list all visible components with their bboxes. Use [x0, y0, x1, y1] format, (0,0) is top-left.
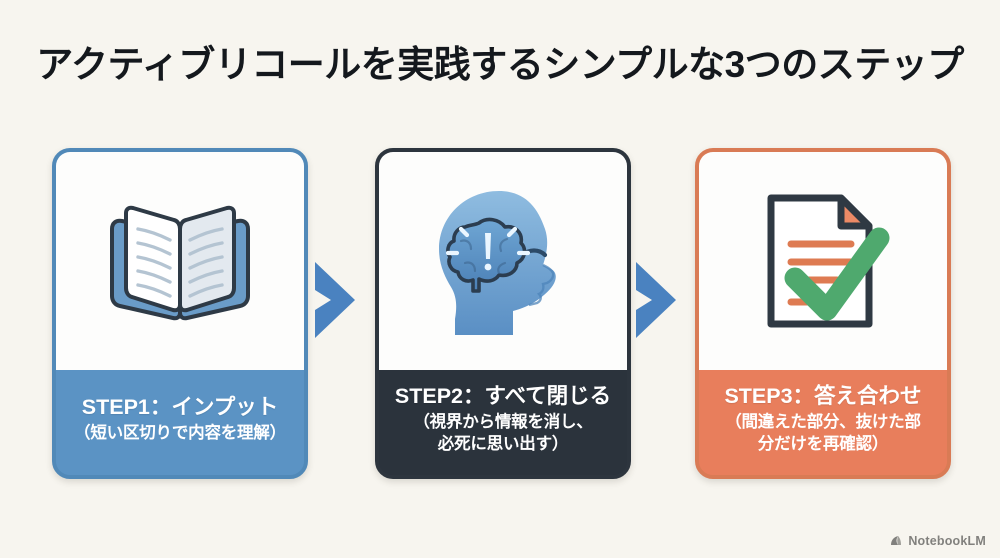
page-title: アクティブリコールを実践するシンプルな3つのステップ [36, 44, 964, 85]
step-1-icon-area [56, 152, 304, 370]
step-3-title: STEP3：答え合わせ [724, 384, 922, 409]
notebooklm-watermark: NotebookLM [889, 534, 986, 548]
chevron-right-icon [636, 262, 676, 338]
arrow-step1-to-step2 [309, 258, 361, 342]
step-2-subtitle: （視界から情報を消し、 必死に思い出す） [413, 412, 593, 456]
step-2-footer: STEP2：すべて閉じる （視界から情報を消し、 必死に思い出す） [379, 370, 627, 475]
step-1-subtitle: （短い区切りで内容を理解） [74, 423, 286, 445]
open-book-icon [110, 205, 250, 321]
notebooklm-logo-icon [891, 536, 902, 545]
step-3-footer: STEP3：答え合わせ （間違えた部分、抜けた部 分だけを再確認） [699, 370, 947, 475]
step-3-subtitle-line-1: （間違えた部分、抜けた部 [725, 413, 921, 432]
chevron-right-icon [315, 262, 355, 338]
step-3-icon-area [699, 152, 947, 370]
step-2-icon-area [379, 152, 627, 370]
step-3-subtitle: （間違えた部分、抜けた部 分だけを再確認） [725, 412, 921, 456]
step-1-title: STEP1：インプット [81, 395, 279, 420]
step-card-3[interactable]: STEP3：答え合わせ （間違えた部分、抜けた部 分だけを再確認） [695, 148, 951, 479]
step-card-2[interactable]: STEP2：すべて閉じる （視界から情報を消し、 必死に思い出す） [375, 148, 631, 479]
step-card-1[interactable]: STEP1：インプット （短い区切りで内容を理解） [52, 148, 308, 479]
step-2-subtitle-line-1: （視界から情報を消し、 [413, 413, 593, 432]
step-1-subtitle-line-1: （短い区切りで内容を理解） [74, 424, 286, 443]
watermark-label: NotebookLM [908, 534, 986, 548]
arrow-step2-to-step3 [630, 258, 682, 342]
head-with-brain-idea-icon [439, 191, 556, 335]
step-2-subtitle-line-2: 必死に思い出す） [437, 434, 569, 453]
step-2-title: STEP2：すべて閉じる [394, 384, 612, 409]
step-3-subtitle-line-2: 分だけを再確認） [757, 434, 889, 453]
document-with-checkmark-icon [767, 194, 890, 328]
step-1-footer: STEP1：インプット （短い区切りで内容を理解） [56, 370, 304, 475]
